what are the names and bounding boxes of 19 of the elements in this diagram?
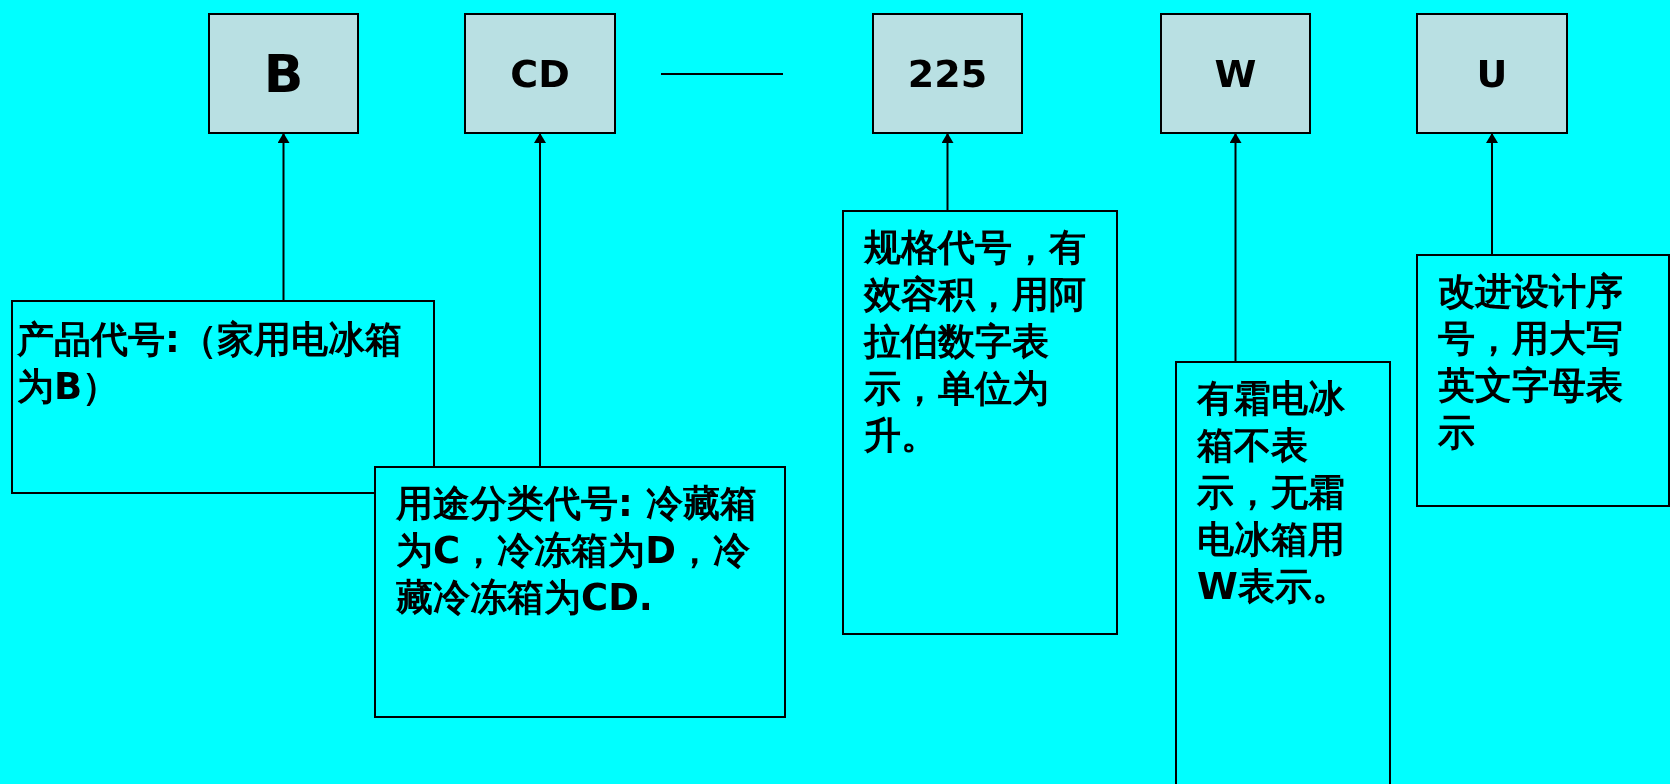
description-text: 用途分类代号: 冷藏箱为C，冷冻箱为D，冷藏冷冻箱为CD.: [396, 481, 758, 621]
code-box: W: [1160, 13, 1311, 134]
description-text: 产品代号:（家用电冰箱为B）: [17, 317, 403, 410]
description-text: 规格代号，有效容积，用阿拉伯数字表示，单位为升。: [864, 225, 1087, 459]
arrow: [1229, 133, 1242, 362]
note-box: [842, 210, 1118, 635]
description-text: 有霜电冰箱不表示，无霜电冰箱用W表示。: [1197, 376, 1350, 610]
description-text: 改进设计序号，用大写英文字母表示: [1438, 269, 1624, 456]
code-box: U: [1416, 13, 1568, 134]
arrow: [1486, 133, 1498, 255]
note-box: [1175, 361, 1391, 784]
code-box: 225: [872, 13, 1023, 134]
code-box: B: [208, 13, 359, 134]
note-box: [1416, 254, 1670, 507]
arrow: [277, 133, 290, 301]
arrow: [941, 133, 954, 211]
arrow: [534, 133, 546, 467]
code-box: CD: [464, 13, 616, 134]
note-box: [374, 466, 786, 718]
